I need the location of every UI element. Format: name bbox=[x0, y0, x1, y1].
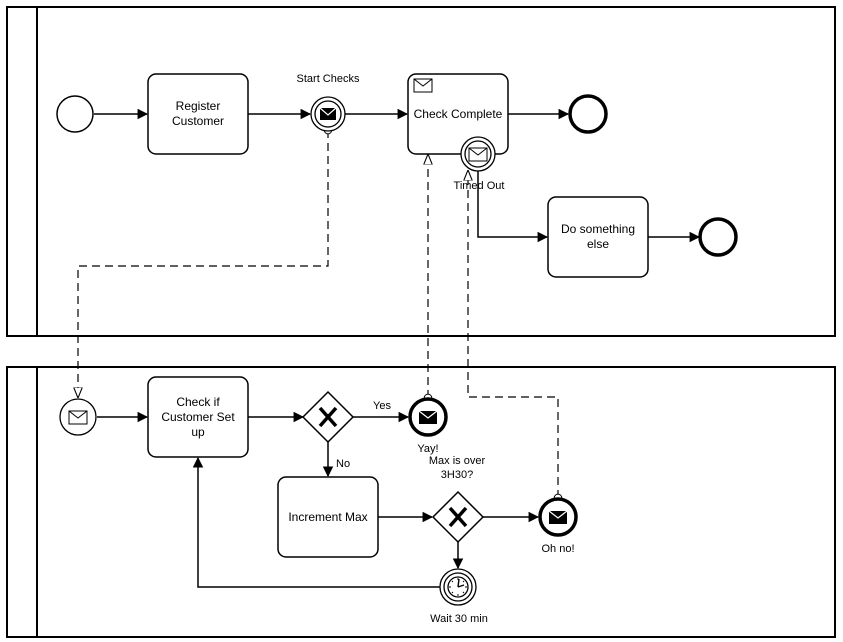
clock-icon bbox=[447, 576, 469, 598]
event-start-checks-label: Start Checks bbox=[297, 73, 360, 85]
task-register-customer-label-2: Customer bbox=[172, 114, 224, 128]
task-check-complete-label: Check Complete bbox=[414, 107, 503, 121]
timer-event-wait-label: Wait 30 min bbox=[430, 613, 488, 625]
pool-top[interactable] bbox=[6, 6, 836, 337]
x-icon bbox=[448, 506, 468, 528]
task-check-complete[interactable]: Check Complete bbox=[407, 73, 509, 155]
end-event-2[interactable] bbox=[698, 217, 738, 257]
gateway-max-label-1: Max is over bbox=[429, 455, 486, 467]
gateway-max-label-2: 3H30? bbox=[441, 469, 473, 481]
task-do-something-else-label-2: else bbox=[587, 237, 609, 251]
task-check-customer-setup[interactable]: Check if Customer Set up bbox=[147, 376, 249, 458]
envelope-filled-icon bbox=[319, 107, 337, 120]
task-check-customer-setup-label-3: up bbox=[191, 425, 205, 439]
end-event-oh-no[interactable] bbox=[538, 497, 578, 537]
message-flow-ohno-to-timedout[interactable] bbox=[468, 171, 558, 498]
flow-no-label: No bbox=[336, 458, 350, 470]
envelope-filled-icon bbox=[548, 510, 568, 524]
task-register-customer-label-1: Register bbox=[176, 99, 221, 113]
event-timed-out[interactable] bbox=[460, 136, 496, 172]
x-icon bbox=[318, 406, 338, 428]
task-increment-max-label: Increment Max bbox=[288, 510, 367, 524]
task-do-something-else-label-1: Do something bbox=[561, 222, 635, 236]
task-check-customer-setup-label-2: Customer Set bbox=[161, 410, 235, 424]
end-event-oh-no-label: Oh no! bbox=[541, 543, 574, 555]
timer-event-wait[interactable] bbox=[439, 568, 477, 606]
message-start-event[interactable] bbox=[59, 398, 97, 436]
task-check-customer-setup-label-1: Check if bbox=[176, 395, 220, 409]
end-event-yay-label: Yay! bbox=[417, 443, 438, 455]
flow-wait-to-check[interactable] bbox=[192, 456, 440, 588]
gateway-exclusive-1[interactable] bbox=[301, 390, 355, 444]
event-timed-out-label: Timed Out bbox=[454, 180, 505, 192]
end-event[interactable] bbox=[568, 94, 608, 134]
start-event[interactable] bbox=[56, 95, 94, 133]
message-flow-startchecks-to-bottom[interactable] bbox=[78, 130, 328, 397]
flow-yes-label: Yes bbox=[373, 400, 391, 412]
task-increment-max[interactable]: Increment Max bbox=[277, 476, 379, 558]
gateway-exclusive-2[interactable] bbox=[431, 490, 485, 544]
event-start-checks[interactable] bbox=[310, 96, 346, 132]
task-do-something-else[interactable]: Do something else bbox=[547, 196, 649, 278]
envelope-filled-icon bbox=[418, 410, 438, 424]
task-register-customer[interactable]: Register Customer bbox=[147, 73, 249, 155]
envelope-icon bbox=[68, 410, 88, 425]
end-event-yay[interactable] bbox=[408, 397, 448, 437]
envelope-icon bbox=[468, 147, 488, 162]
envelope-icon bbox=[413, 78, 433, 93]
